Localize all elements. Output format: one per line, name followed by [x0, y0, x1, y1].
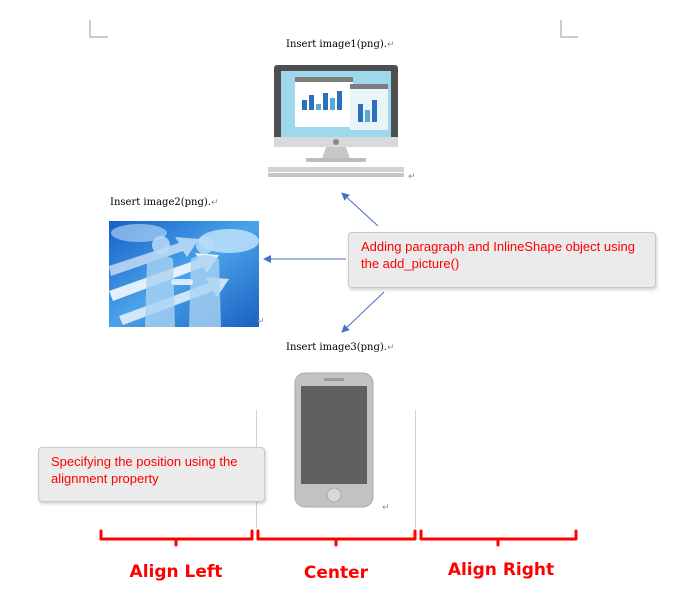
center-column-right-guide — [415, 410, 416, 528]
paragraph-text: Insert image2(png). — [110, 197, 211, 208]
align-right-bracket — [419, 529, 578, 547]
arrow-to-image3 — [341, 291, 385, 333]
paragraph-text: Insert image1(png). — [286, 39, 387, 50]
image1-paragraph-mark-icon: ↵ — [408, 172, 416, 182]
paragraph-mark-icon: ↵ — [386, 40, 395, 50]
align-left-label: Align Left — [129, 562, 223, 582]
desktop-computer-icon — [268, 65, 404, 177]
image3-paragraph-mark-icon: ↵ — [382, 503, 390, 513]
paragraph-mark-icon: ↵ — [386, 343, 395, 353]
align-right-label: Align Right — [447, 560, 555, 580]
paragraph-text: Insert image3(png). — [286, 342, 387, 353]
add-picture-callout-text: Adding paragraph and InlineShape object … — [361, 239, 635, 271]
alignment-callout-text: Specifying the position using the alignm… — [51, 454, 238, 486]
center-bracket — [256, 529, 417, 547]
image2-paragraph-mark-icon: ↵ — [257, 317, 265, 327]
center-label: Center — [303, 563, 369, 583]
business-handshake-photo — [109, 221, 259, 327]
paragraph-image2-caption: Insert image2(png).↵ — [110, 197, 219, 208]
paragraph-image1-caption: Insert image1(png).↵ — [286, 39, 395, 50]
paragraph-image3-caption: Insert image3(png).↵ — [286, 342, 395, 353]
arrow-to-image1 — [341, 192, 379, 227]
alignment-property-callout: Specifying the position using the alignm… — [38, 447, 265, 502]
smartphone-icon — [294, 372, 374, 508]
align-left-bracket — [99, 529, 254, 547]
paragraph-mark-icon: ↵ — [210, 198, 219, 208]
add-picture-callout: Adding paragraph and InlineShape object … — [348, 232, 656, 288]
